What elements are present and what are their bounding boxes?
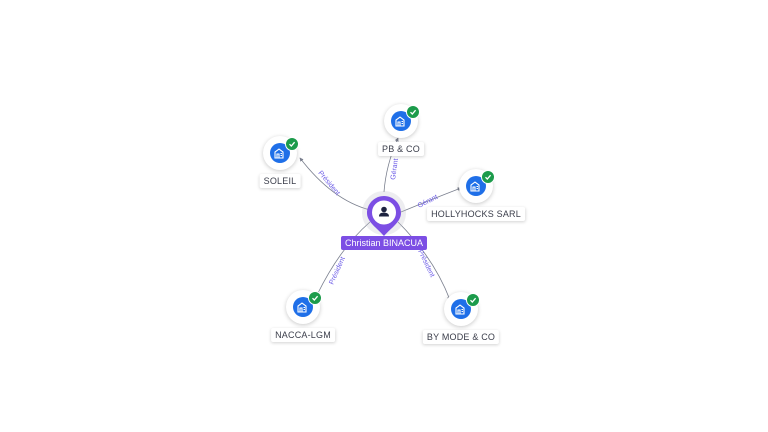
user-icon xyxy=(379,206,389,217)
verified-check-icon xyxy=(406,105,420,119)
edge-soleil xyxy=(299,157,371,211)
edge-nacca xyxy=(316,221,371,296)
edge-hollyhocks xyxy=(400,187,462,213)
building-icon xyxy=(391,111,411,131)
company-label[interactable]: NACCA-LGM xyxy=(271,328,335,342)
verified-check-icon xyxy=(481,170,495,184)
company-label[interactable]: PB & CO xyxy=(378,142,424,156)
building-icon xyxy=(451,299,471,319)
edge-bymode xyxy=(397,221,451,301)
person-name-label[interactable]: Christian BINACUA xyxy=(340,236,428,250)
edge-label-soleil: Président xyxy=(316,170,340,197)
building-icon xyxy=(270,143,290,163)
edge-label-bymode: Président xyxy=(416,249,435,279)
building-icon xyxy=(293,297,313,317)
verified-check-icon xyxy=(308,291,322,305)
company-label[interactable]: HOLLYHOCKS SARL xyxy=(427,207,525,221)
edge-label-nacca: Président xyxy=(328,256,346,286)
company-label[interactable]: BY MODE & CO xyxy=(422,330,500,344)
verified-check-icon xyxy=(285,137,299,151)
building-icon xyxy=(466,176,486,196)
person-pin[interactable] xyxy=(365,194,403,238)
company-label[interactable]: SOLEIL xyxy=(259,174,301,188)
verified-check-icon xyxy=(466,293,480,307)
edge-label-pbco: Gérant xyxy=(390,158,400,180)
